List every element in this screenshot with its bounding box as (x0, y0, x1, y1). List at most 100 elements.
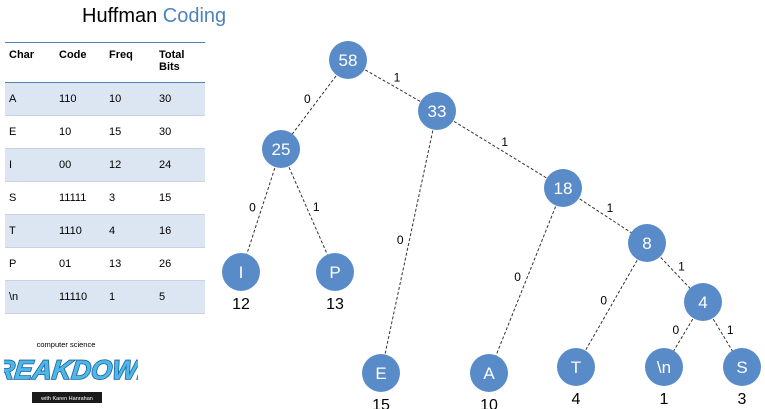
node-label: 8 (642, 234, 651, 253)
table-cell: I (5, 148, 55, 182)
leaf-frequency: 12 (232, 296, 250, 313)
node-label: 4 (698, 293, 707, 312)
table-cell: 24 (155, 148, 205, 182)
header-freq: Freq (105, 42, 155, 83)
node-circle (723, 348, 761, 386)
node-circle (329, 41, 367, 79)
tree-node: T4 (557, 348, 595, 408)
tree-node: 18 (544, 169, 582, 207)
table-cell: 15 (105, 115, 155, 149)
table-cell: A (5, 82, 55, 116)
tree-node: 4 (684, 283, 722, 321)
table-cell: 15 (155, 181, 205, 215)
node-label: 33 (428, 102, 447, 121)
node-circle (544, 169, 582, 207)
table-cell: 1 (105, 280, 155, 314)
table-cell: 16 (155, 214, 205, 248)
node-circle (316, 253, 354, 291)
logo-line2: BREAKDOWN (4, 354, 138, 385)
table-cell: 3 (105, 181, 155, 215)
table-cell: E (5, 115, 55, 149)
tree-node: A10 (470, 354, 508, 409)
node-label: 18 (554, 179, 573, 198)
table-cell: 00 (55, 148, 105, 182)
edge-bit-label: 0 (304, 92, 311, 106)
node-circle (628, 224, 666, 262)
tree-node: 33 (418, 92, 456, 130)
leaf-frequency: 13 (326, 296, 344, 313)
leaf-frequency: 1 (660, 391, 669, 408)
node-label: 58 (339, 51, 358, 70)
page-title: Huffman Coding (82, 5, 226, 28)
table-cell: 13 (105, 247, 155, 281)
logo-line1: computer science (37, 340, 96, 349)
table-cell: 5 (155, 280, 205, 314)
node-label: 25 (272, 140, 291, 159)
node-label: E (375, 364, 386, 383)
edge-bit-label: 0 (514, 270, 521, 284)
node-label: A (483, 364, 495, 383)
tree-edge (380, 110, 438, 374)
node-circle (222, 253, 260, 291)
table-cell: \n (5, 280, 55, 314)
tree-node: E 15 (362, 354, 400, 409)
leaf-frequency: 15 (372, 397, 390, 409)
node-label: \n (657, 358, 671, 377)
node-circle (470, 354, 508, 392)
edge-bit-label: 1 (607, 201, 614, 215)
tree-node: P 13 (316, 253, 354, 313)
table-cell: 10 (55, 115, 105, 149)
edge-bit-label: 1 (394, 71, 401, 85)
table-cell: 11111 (55, 181, 105, 215)
table-cell: 12 (105, 148, 155, 182)
logo-banner (32, 392, 102, 403)
table-cell: 30 (155, 115, 205, 149)
leaf-frequency: 3 (738, 391, 747, 408)
edge-bit-label: 0 (397, 233, 404, 247)
edge-bit-label: 1 (313, 200, 320, 214)
table-cell: 11110 (55, 280, 105, 314)
leaf-frequency: 4 (572, 391, 581, 408)
tree-node: 25 (262, 130, 300, 168)
tree-edge (575, 242, 648, 368)
edge-bit-label: 1 (678, 259, 685, 273)
table-cell: 110 (55, 82, 105, 116)
tree-edge (240, 148, 282, 273)
table-cell: 30 (155, 82, 205, 116)
table-cell: 4 (105, 214, 155, 248)
tree-node: S3 (723, 348, 761, 408)
node-label: P (329, 263, 340, 282)
node-circle (362, 354, 400, 392)
table-cell: 10 (105, 82, 155, 116)
table-header-row: Char Code Freq Total Bits (5, 42, 205, 83)
edge-bit-label: 0 (600, 294, 607, 308)
tree-node: 58 (329, 41, 367, 79)
edge-bit-label: 0 (672, 323, 679, 337)
table-cell: 01 (55, 247, 105, 281)
tree-node: \n 1 (645, 348, 683, 408)
breakdown-logo: computer science BREAKDOWN with Karen Ha… (4, 340, 138, 403)
title-word-coding: Coding (162, 5, 227, 27)
node-circle (418, 92, 456, 130)
node-circle (684, 283, 722, 321)
header-code: Code (55, 42, 105, 83)
node-circle (262, 130, 300, 168)
table-cell: 1110 (55, 214, 105, 248)
node-circle (645, 348, 683, 386)
title-word-huffman: Huffman (82, 5, 158, 27)
header-char: Char (5, 42, 55, 83)
table-cell: P (5, 247, 55, 281)
tree-node: 8 (628, 224, 666, 262)
tree-node: I 12 (222, 253, 260, 313)
node-circle (557, 348, 595, 386)
tree-edge (280, 148, 336, 273)
edge-bit-label: 0 (249, 201, 256, 215)
node-label: I (239, 263, 244, 282)
